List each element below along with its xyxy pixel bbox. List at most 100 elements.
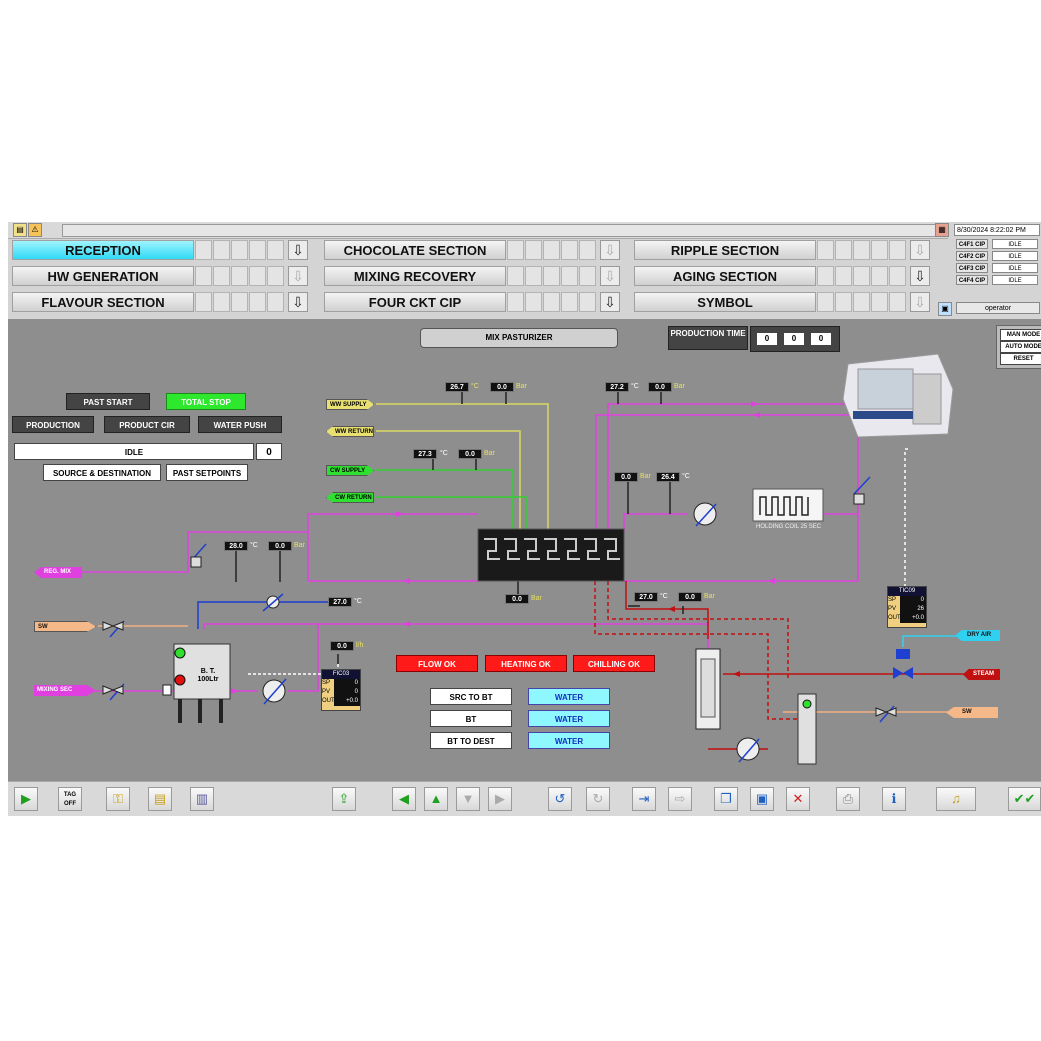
folder-icon[interactable]: ▤ [148,787,172,811]
heating-ok-alarm: HEATING OK [485,655,567,672]
fic03-pv: 0 [334,688,360,697]
steam-press-value: 0.0 [678,592,702,602]
user-icon[interactable]: ▣ [938,302,952,316]
down-arrow-icon[interactable]: ⇩ [910,240,930,260]
nav-flavour-section[interactable]: FLAVOUR SECTION [12,292,194,312]
mixing-sec-tag: MIXING SEC [34,685,96,696]
down-arrow-icon[interactable]: ⇩ [910,292,930,312]
down-arrow-icon[interactable]: ⇩ [600,266,620,286]
bt-temp-value: 28.0 [224,541,248,551]
down-arrow-icon[interactable]: ⇩ [600,240,620,260]
cw-temp-value: 27.3 [413,449,437,459]
cip-name: C4F3 CIP [956,263,988,273]
line-temp-value: 27.0 [328,597,352,607]
bt-press-value: 0.0 [268,541,292,551]
down-arrow-icon[interactable]: ⇩ [600,292,620,312]
air-column [797,693,817,765]
nav-ripple-section[interactable]: RIPPLE SECTION [634,240,816,260]
nav-reception[interactable]: RECEPTION [12,240,194,260]
down-arrow-icon[interactable]: ⇩ [288,266,308,286]
route-value[interactable]: WATER [528,710,610,727]
arrow-down-icon[interactable]: ▼ [456,787,480,811]
arrow-up-icon[interactable]: ▲ [424,787,448,811]
tic09-title: TIC09 [888,587,926,596]
delete-icon[interactable]: ✕ [786,787,810,811]
nav-hw-generation[interactable]: HW GENERATION [12,266,194,286]
piping-diagram [78,353,968,765]
down-arrow-icon[interactable]: ⇩ [910,266,930,286]
steam-temp-value: 27.0 [634,592,658,602]
key-icon[interactable]: ⚿ [106,787,130,811]
phe-press-value: 0.0 [505,594,529,604]
alarm-icon[interactable]: ⚠ [28,223,42,237]
holding-coil [752,488,824,522]
source-destination-button[interactable]: SOURCE & DESTINATION [43,464,161,481]
arrow-left-icon[interactable]: ◀ [392,787,416,811]
report-icon[interactable]: ▥ [190,787,214,811]
past-setpoints-button[interactable]: PAST SETPOINTS [166,464,248,481]
title-bar: ▤ ⚠ ▦ [8,222,949,239]
status-display: IDLE [14,443,254,460]
screen-title: MIX PASTURIZER [420,328,618,348]
time-hours: 0 [757,333,777,345]
export-icon[interactable]: ⇪ [332,787,356,811]
unit-label: °C [440,450,448,457]
cip-machine-image [842,353,954,438]
copy-icon[interactable]: ❐ [714,787,738,811]
unit-label: °C [354,598,362,605]
water-push-button[interactable]: WATER PUSH [198,416,282,433]
datetime-display: 8/30/2024 8:22:02 PM [954,224,1040,236]
route-value[interactable]: WATER [528,688,610,705]
calendar-icon[interactable]: ▦ [935,223,949,237]
time-minutes: 0 [784,333,804,345]
tic09-pv: 26 [900,605,926,614]
import-icon[interactable]: ⇥ [632,787,656,811]
undo-icon[interactable]: ↺ [548,787,572,811]
unit-label: °C [660,593,668,600]
arrow-right-icon[interactable]: ▶ [488,787,512,811]
info-icon[interactable]: ℹ [882,787,906,811]
past-start-button[interactable]: PAST START [66,393,150,410]
auto-mode-button[interactable]: AUTO MODE [1000,341,1041,353]
down-arrow-icon[interactable]: ⇩ [288,240,308,260]
holding-coil-label: HOLDING COIL 25 SEC [756,524,822,530]
nav-symbol[interactable]: SYMBOL [634,292,816,312]
pv-label: PV [888,606,897,612]
nav-chocolate-section[interactable]: CHOCOLATE SECTION [324,240,506,260]
out-label: OUT [888,615,901,621]
tag-off-button[interactable]: TAG OFF [58,787,82,811]
sp-label: SP [888,597,897,603]
route-label: BT [430,710,512,727]
save-icon[interactable]: ▣ [750,787,774,811]
nav-aging-section[interactable]: AGING SECTION [634,266,816,286]
sw-tag: SW [34,621,96,632]
sound-icon[interactable]: ♫ [936,787,976,811]
sp-label: SP [322,680,331,686]
print-icon[interactable]: ⎙ [836,787,860,811]
unit-label: Bar [704,593,715,600]
tic09-sp: 0 [900,596,926,605]
forward-icon[interactable]: ⇨ [668,787,692,811]
app-icon[interactable]: ▤ [13,223,27,237]
hc-press-value: 0.0 [614,472,638,482]
redo-icon[interactable]: ↻ [586,787,610,811]
play-icon[interactable]: ▶ [14,787,38,811]
reset-button[interactable]: RESET [1000,353,1041,365]
cip-name: C4F2 CIP [956,251,988,261]
production-time-panel: 0 0 0 [750,326,840,352]
unit-label: °C [250,542,258,549]
down-arrow-icon[interactable]: ⇩ [288,292,308,312]
status-value: 0 [256,443,282,460]
route-value[interactable]: WATER [528,732,610,749]
man-mode-button[interactable]: MAN MODE [1000,329,1041,341]
acknowledge-icon[interactable]: ✔✔ [1008,787,1041,811]
unit-label: °C [631,383,639,390]
product-cir-button[interactable]: PRODUCT CIR [104,416,190,433]
nav-mixing-recovery[interactable]: MIXING RECOVERY [324,266,506,286]
production-button[interactable]: PRODUCTION [12,416,94,433]
cip-state: IDLE [992,263,1038,273]
total-stop-button[interactable]: TOTAL STOP [166,393,246,410]
nav-four-ckt-cip[interactable]: FOUR CKT CIP [324,292,506,312]
